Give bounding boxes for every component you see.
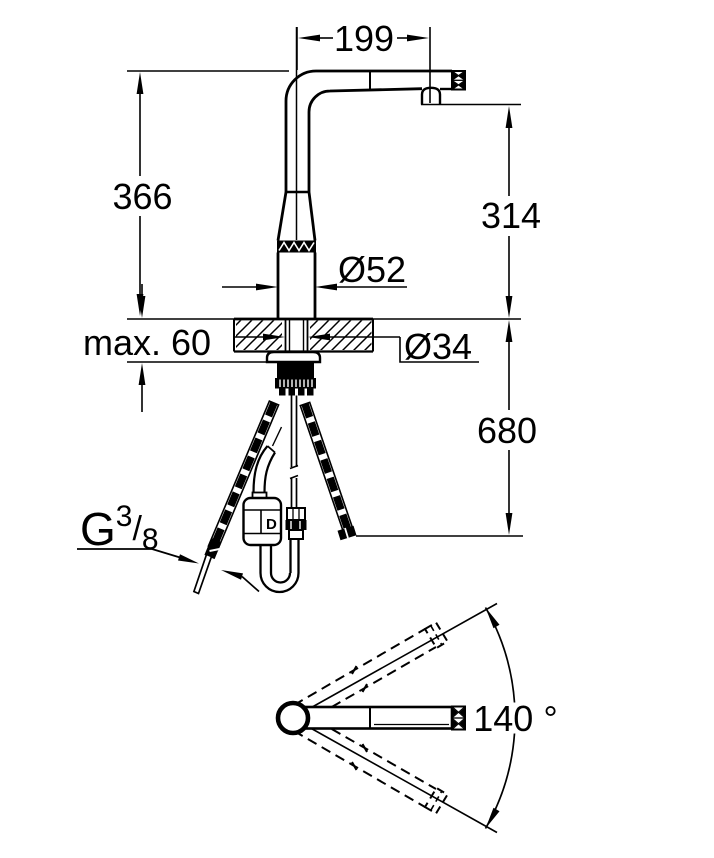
escutcheon-flange: [265, 350, 322, 364]
dimension-680: 680: [356, 320, 537, 537]
plan-swivel-view: 140 °: [275, 602, 558, 834]
thread-size-label: G3/8: [80, 500, 159, 556]
supply-pipe-end: [192, 553, 213, 595]
dim-366-label: 366: [112, 176, 172, 217]
connection-rod: [289, 395, 299, 508]
swivel-angle-label: 140 °: [473, 698, 557, 739]
supply-hose-left: [192, 400, 280, 595]
dimension-199: 199: [296, 18, 431, 103]
hose-coupling: [285, 507, 307, 540]
pivot-circle: [275, 700, 311, 736]
weight-mark-label: D: [266, 516, 277, 533]
mounting-shank: [265, 320, 322, 364]
counter-hatch-left: [236, 320, 282, 350]
dim-199-label: 199: [334, 18, 394, 59]
hose-weight: D: [242, 491, 283, 547]
dimension-d34: Ø34: [233, 326, 479, 367]
dim-d34-label: Ø34: [404, 326, 472, 367]
faucet-body: [276, 69, 452, 319]
dimension-max60: max. 60: [83, 284, 272, 412]
mounting-hardware: [275, 362, 316, 396]
swivel-arc: [484, 607, 516, 829]
dimension-366: 366: [112, 70, 289, 316]
smartcontrol-cap: [451, 70, 466, 91]
counter-hatch-right: [310, 320, 372, 350]
dim-680-label: 680: [477, 410, 537, 451]
side-elevation-view: D: [127, 27, 521, 595]
countertop: [127, 317, 521, 353]
dim-314-label: 314: [481, 195, 541, 236]
dimension-314: 314: [421, 103, 541, 318]
pullout-hose-loop: [252, 426, 300, 594]
thread-callout: G3/8: [77, 500, 260, 593]
plan-smartcontrol-cap: [451, 705, 466, 731]
supply-hose-right: [299, 401, 357, 541]
dimension-d52: Ø52: [222, 249, 407, 291]
dim-max60-label: max. 60: [83, 322, 211, 363]
spray-head: [420, 86, 452, 105]
plan-spout: [275, 700, 466, 736]
dim-d52-label: Ø52: [338, 249, 406, 290]
